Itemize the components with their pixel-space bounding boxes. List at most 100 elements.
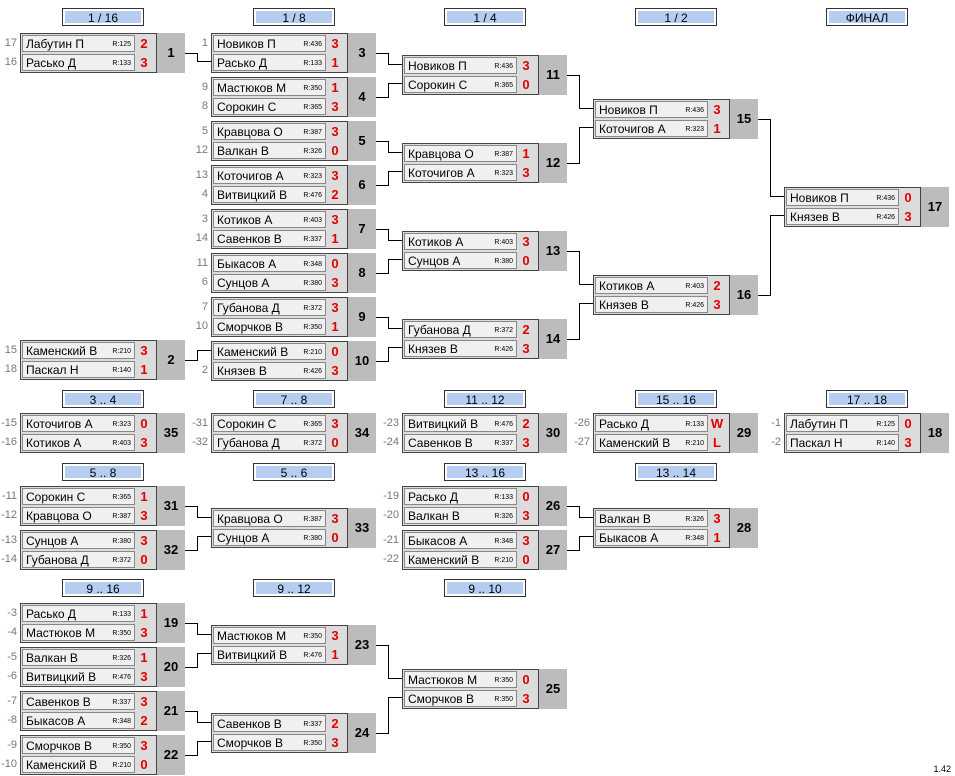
match-number[interactable]: 18 xyxy=(920,413,949,453)
player-name[interactable]: Новиков П xyxy=(217,37,276,51)
match-number[interactable]: 13 xyxy=(538,231,567,271)
player-name[interactable]: Расько Д xyxy=(26,607,77,621)
match-number[interactable]: 16 xyxy=(729,275,758,315)
match-number[interactable]: 19 xyxy=(156,603,185,643)
player-name[interactable]: Витвицкий В xyxy=(217,188,288,202)
player-name[interactable]: Князев В xyxy=(408,342,458,356)
player-name[interactable]: Сунцов А xyxy=(217,531,270,545)
match-number[interactable]: 22 xyxy=(156,735,185,775)
player-name[interactable]: Кравцова О xyxy=(217,125,283,139)
player-name[interactable]: Сунцов А xyxy=(408,254,461,268)
match-number[interactable]: 5 xyxy=(347,121,376,161)
player-name[interactable]: Валкан В xyxy=(217,144,269,158)
player-name[interactable]: Новиков П xyxy=(599,103,658,117)
player-name[interactable]: Быкасов А xyxy=(217,257,277,271)
player-name[interactable]: Сморчков В xyxy=(217,736,284,750)
player-name[interactable]: Мастюков М xyxy=(217,629,287,643)
player-name[interactable]: Каменский В xyxy=(217,345,289,359)
match-number[interactable]: 35 xyxy=(156,413,185,453)
match-number[interactable]: 26 xyxy=(538,486,567,526)
player-name[interactable]: Витвицкий В xyxy=(26,670,97,684)
player-name[interactable]: Кравцова О xyxy=(217,512,283,526)
player-name[interactable]: Новиков П xyxy=(408,59,467,73)
player-name[interactable]: Котиков А xyxy=(217,213,273,227)
player-name[interactable]: Быкасов А xyxy=(408,534,468,548)
player-name[interactable]: Паскал Н xyxy=(26,363,79,377)
player-name[interactable]: Сорокин С xyxy=(26,490,86,504)
player-name[interactable]: Сунцов А xyxy=(217,276,270,290)
player-name[interactable]: Новиков П xyxy=(790,191,849,205)
match-number[interactable]: 12 xyxy=(538,143,567,183)
match-number[interactable]: 34 xyxy=(347,413,376,453)
player-name[interactable]: Сорокин С xyxy=(217,100,277,114)
player-name[interactable]: Паскал Н xyxy=(790,436,843,450)
match-number[interactable]: 24 xyxy=(347,713,376,753)
match-number[interactable]: 31 xyxy=(156,486,185,526)
match-number[interactable]: 15 xyxy=(729,99,758,139)
player-name[interactable]: Быкасов А xyxy=(26,714,86,728)
player-name[interactable]: Губанова Д xyxy=(408,323,471,337)
player-name[interactable]: Губанова Д xyxy=(26,553,89,567)
player-name[interactable]: Расько Д xyxy=(408,490,459,504)
match-number[interactable]: 9 xyxy=(347,297,376,337)
player-name[interactable]: Котиков А xyxy=(408,235,464,249)
player-name[interactable]: Савенков В xyxy=(217,717,282,731)
match-number[interactable]: 33 xyxy=(347,508,376,548)
match-number[interactable]: 21 xyxy=(156,691,185,731)
player-name[interactable]: Расько Д xyxy=(26,56,77,70)
player-name[interactable]: Князев В xyxy=(217,364,267,378)
player-name[interactable]: Мастюков М xyxy=(408,673,478,687)
player-name[interactable]: Кравцова О xyxy=(408,147,474,161)
match-number[interactable]: 27 xyxy=(538,530,567,570)
player-name[interactable]: Губанова Д xyxy=(217,301,280,315)
match-number[interactable]: 20 xyxy=(156,647,185,687)
match-number[interactable]: 10 xyxy=(347,341,376,381)
